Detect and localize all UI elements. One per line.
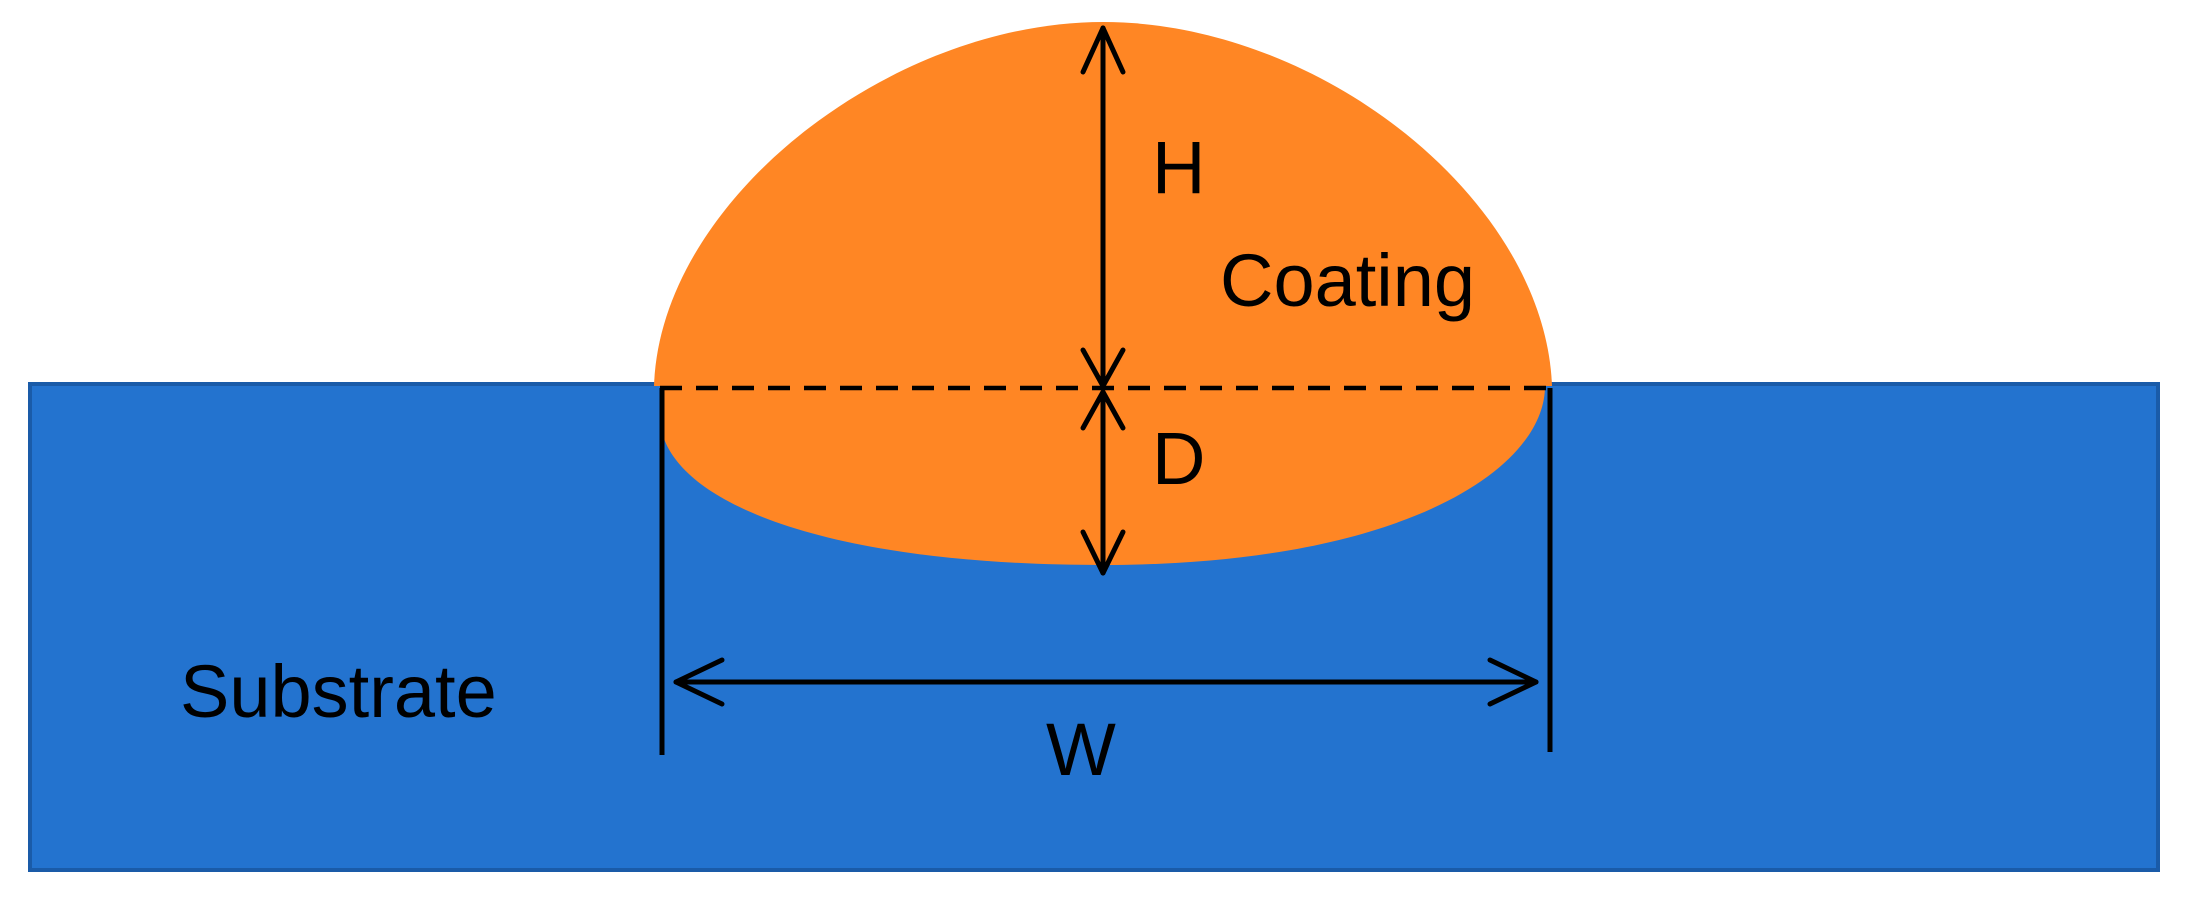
depth-dimension-arrow bbox=[1080, 389, 1126, 576]
width-dimension-arrow bbox=[673, 657, 1539, 707]
coating-label: Coating bbox=[1220, 239, 1475, 322]
width-label: W bbox=[1046, 708, 1116, 791]
height-label: H bbox=[1152, 126, 1205, 209]
substrate-label: Substrate bbox=[180, 650, 497, 733]
height-dimension-arrow bbox=[1080, 25, 1126, 389]
depth-label: D bbox=[1152, 417, 1205, 500]
